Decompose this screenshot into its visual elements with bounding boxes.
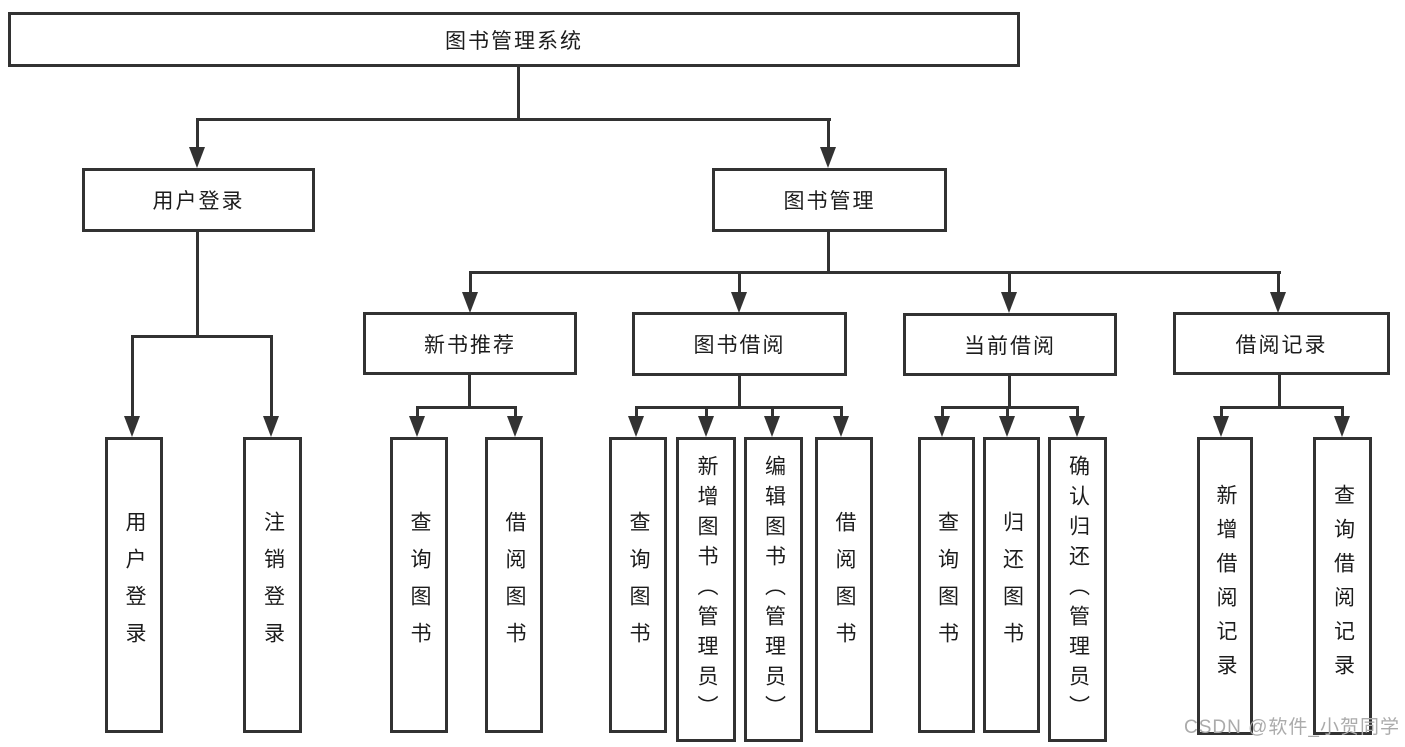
connector-line (131, 335, 273, 338)
node-book-borrowing: 图书借阅 (632, 312, 847, 376)
connector-line (468, 373, 471, 409)
connector-line (517, 65, 520, 120)
connector-line (738, 375, 741, 408)
connector-line (941, 406, 1079, 409)
connector-line (1277, 271, 1280, 293)
node-user-login: 用户登录 (82, 168, 315, 232)
connector-line (1006, 406, 1009, 418)
csdn-watermark: CSDN @软件_小贺同学 (1184, 717, 1400, 738)
connector-line (1220, 406, 1344, 409)
leaf-add-book-admin: 新增图书（管理员） (676, 437, 736, 742)
arrow-down-icon (764, 416, 780, 437)
connector-line (941, 406, 944, 418)
arrow-down-icon (409, 416, 425, 437)
connector-line (196, 118, 831, 121)
node-borrow-records: 借阅记录 (1173, 312, 1390, 375)
arrow-down-icon (263, 416, 279, 437)
connector-line (469, 271, 472, 293)
connector-line (1008, 376, 1011, 408)
connector-line (416, 406, 517, 409)
node-current-borrowing: 当前借阅 (903, 313, 1117, 376)
arrow-down-icon (507, 416, 523, 437)
arrow-down-icon (999, 416, 1015, 437)
arrow-down-icon (189, 147, 205, 168)
leaf-logout: 注销登录 (243, 437, 302, 733)
leaf-edit-book-admin: 编辑图书（管理员） (744, 437, 803, 742)
connector-line (771, 406, 774, 418)
connector-line (1076, 406, 1079, 418)
leaf-query-books-3: 查询图书 (918, 437, 975, 733)
leaf-return-book: 归还图书 (983, 437, 1040, 733)
leaf-add-borrow-record: 新增借阅记录 (1197, 437, 1253, 735)
arrow-down-icon (1213, 416, 1229, 437)
leaf-borrow-books-1: 借阅图书 (485, 437, 543, 733)
arrow-down-icon (628, 416, 644, 437)
arrow-down-icon (124, 416, 140, 437)
arrow-down-icon (1270, 292, 1286, 313)
connector-line (196, 118, 199, 148)
arrow-down-icon (833, 416, 849, 437)
connector-line (270, 335, 273, 417)
leaf-borrow-books-2: 借阅图书 (815, 437, 873, 733)
arrow-down-icon (934, 416, 950, 437)
connector-line (635, 406, 843, 409)
leaf-user-login: 用户登录 (105, 437, 163, 733)
leaf-query-books-2: 查询图书 (609, 437, 667, 733)
connector-line (1341, 406, 1344, 418)
node-root-system: 图书管理系统 (8, 12, 1020, 67)
arrow-down-icon (1069, 416, 1085, 437)
connector-line (827, 230, 830, 273)
connector-line (1008, 271, 1011, 293)
connector-line (196, 230, 199, 337)
connector-line (738, 271, 741, 293)
connector-line (469, 271, 1281, 274)
node-new-book-recommend: 新书推荐 (363, 312, 577, 375)
connector-line (131, 335, 134, 417)
arrow-down-icon (1334, 416, 1350, 437)
connector-line (827, 118, 830, 148)
node-book-management: 图书管理 (712, 168, 947, 232)
arrow-down-icon (462, 292, 478, 313)
arrow-down-icon (820, 147, 836, 168)
connector-line (514, 406, 517, 418)
arrow-down-icon (698, 416, 714, 437)
connector-line (416, 406, 419, 418)
arrow-down-icon (1001, 292, 1017, 313)
connector-line (840, 406, 843, 418)
connector-line (705, 406, 708, 418)
connector-line (1220, 406, 1223, 418)
connector-line (635, 406, 638, 418)
leaf-confirm-return-admin: 确认归还（管理员） (1048, 437, 1107, 742)
leaf-query-borrow-record: 查询借阅记录 (1313, 437, 1372, 735)
connector-line (1278, 375, 1281, 408)
arrow-down-icon (731, 292, 747, 313)
leaf-query-books-1: 查询图书 (390, 437, 448, 733)
